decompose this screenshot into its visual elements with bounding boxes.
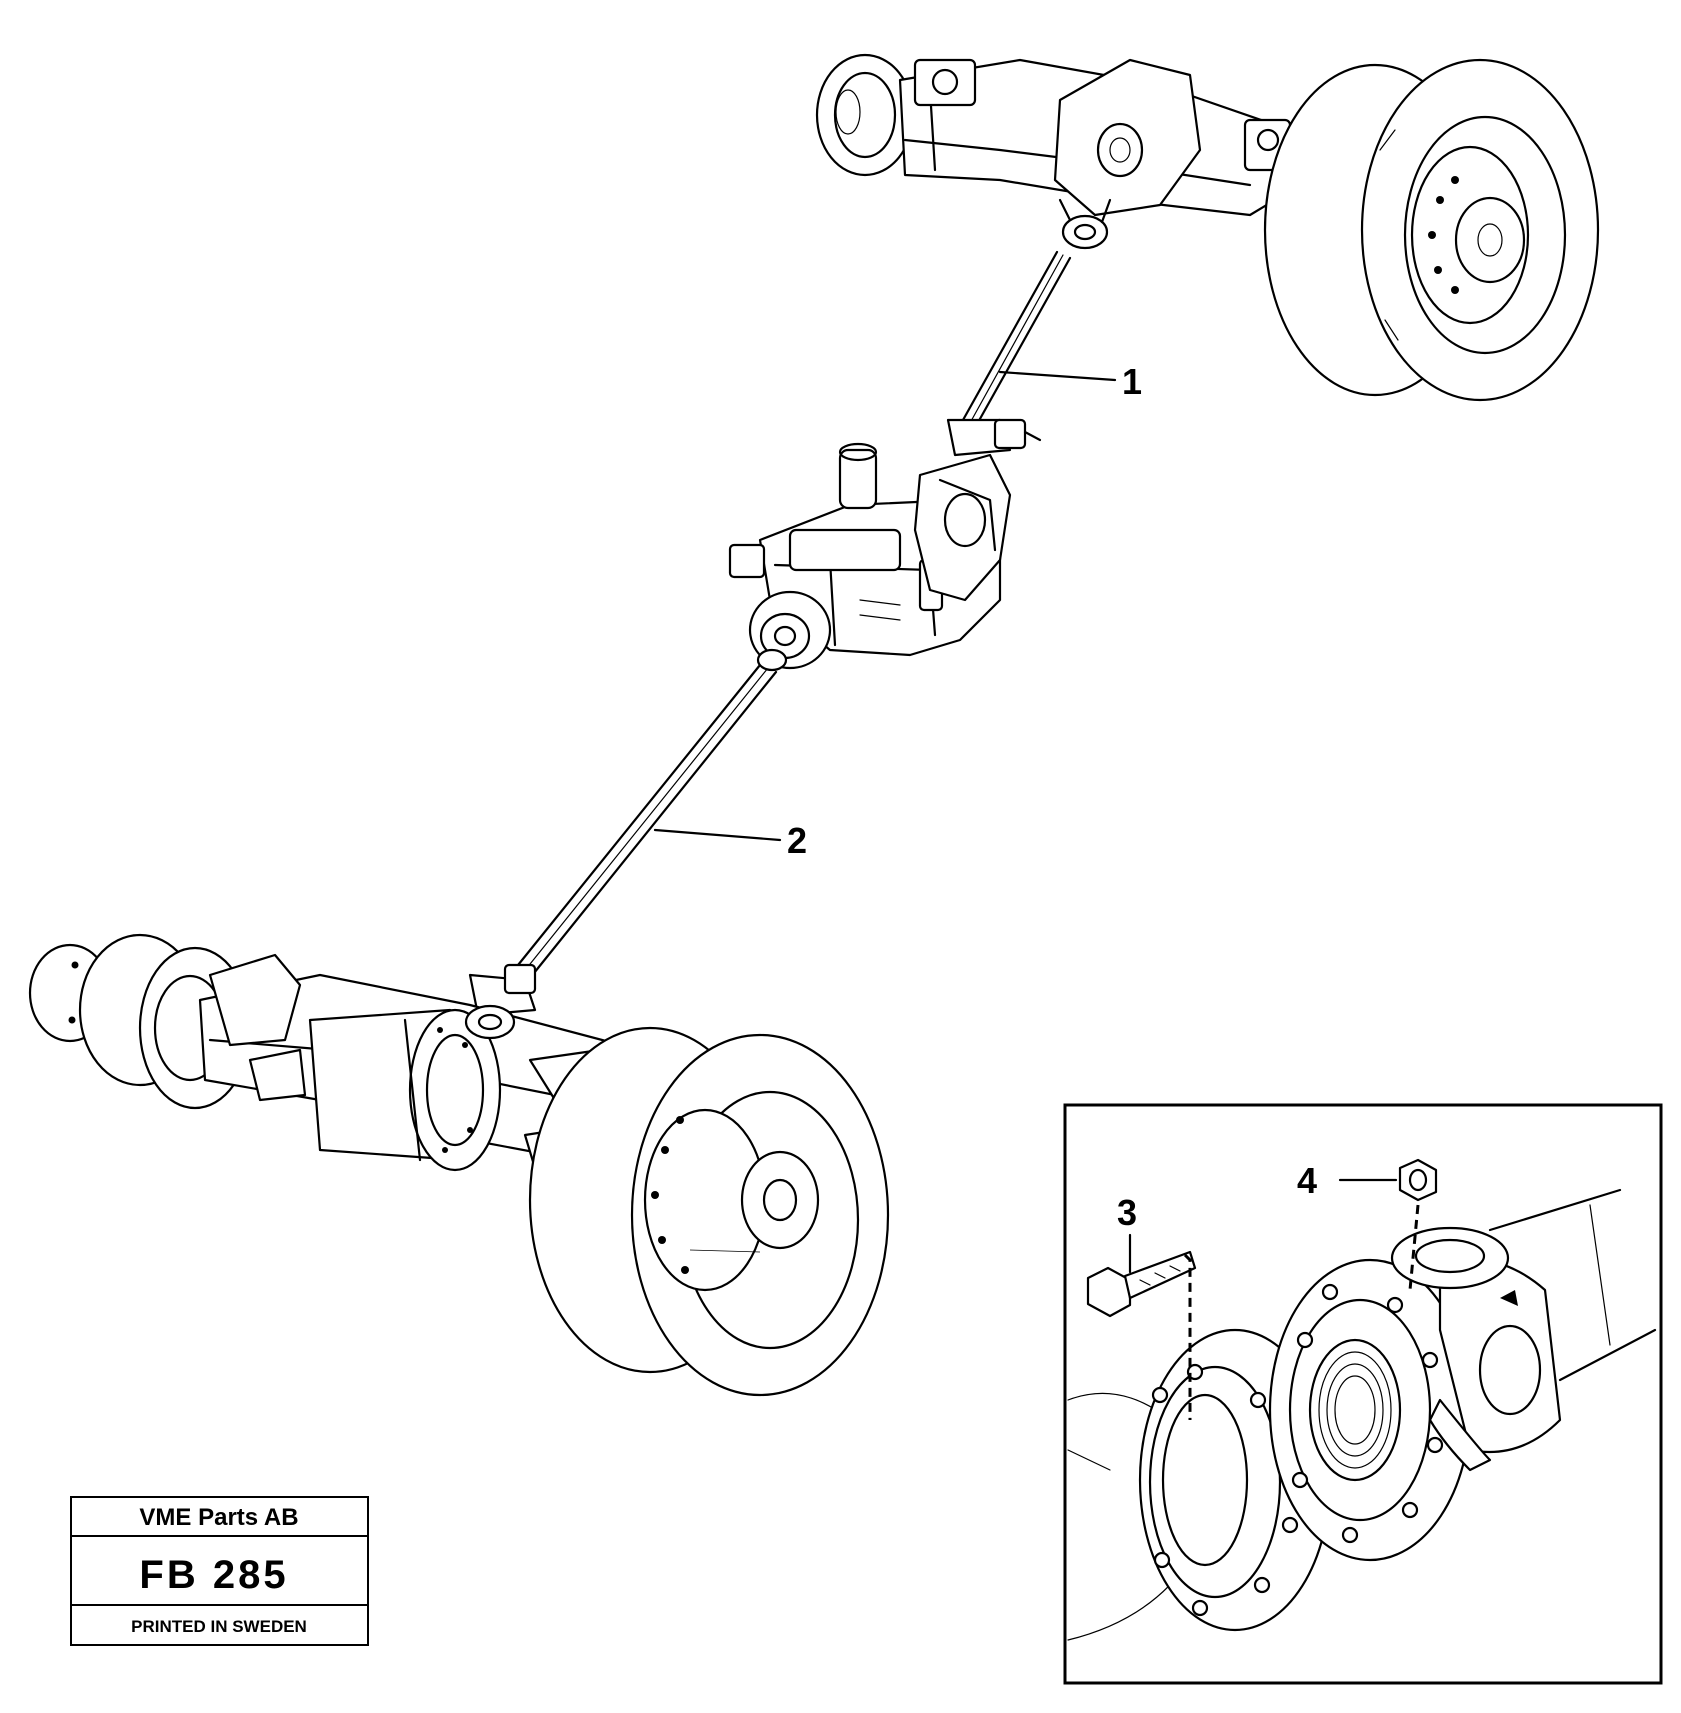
title-block-frame (70, 1496, 369, 1646)
company-name: VME Parts AB (139, 1504, 298, 1531)
title-block: VME Parts AB FB 285 PRINTED IN SWEDEN (70, 1496, 369, 1646)
callout-2: 2 (787, 820, 807, 861)
detail-inset: 3 4 (1063, 1103, 1663, 1685)
callout-3: 3 (1117, 1192, 1137, 1233)
propeller-shaft-1 (946, 250, 1072, 457)
leader-line-1 (998, 370, 1117, 382)
bolt (1086, 1250, 1197, 1318)
front-axle (815, 53, 1302, 250)
drawing-code: FB 285 (139, 1553, 288, 1597)
rear-right-wheel (528, 1026, 890, 1397)
callouts: 1 2 (653, 361, 1142, 861)
printed-note: PRINTED IN SWEDEN (131, 1617, 307, 1636)
front-right-wheel (1263, 58, 1600, 402)
nut (1398, 1158, 1438, 1202)
leader-line-2 (653, 828, 782, 842)
propeller-shaft-2 (468, 648, 788, 1017)
callout-4: 4 (1297, 1160, 1317, 1201)
callout-1: 1 (1122, 361, 1142, 402)
transfer-box (728, 442, 1012, 670)
